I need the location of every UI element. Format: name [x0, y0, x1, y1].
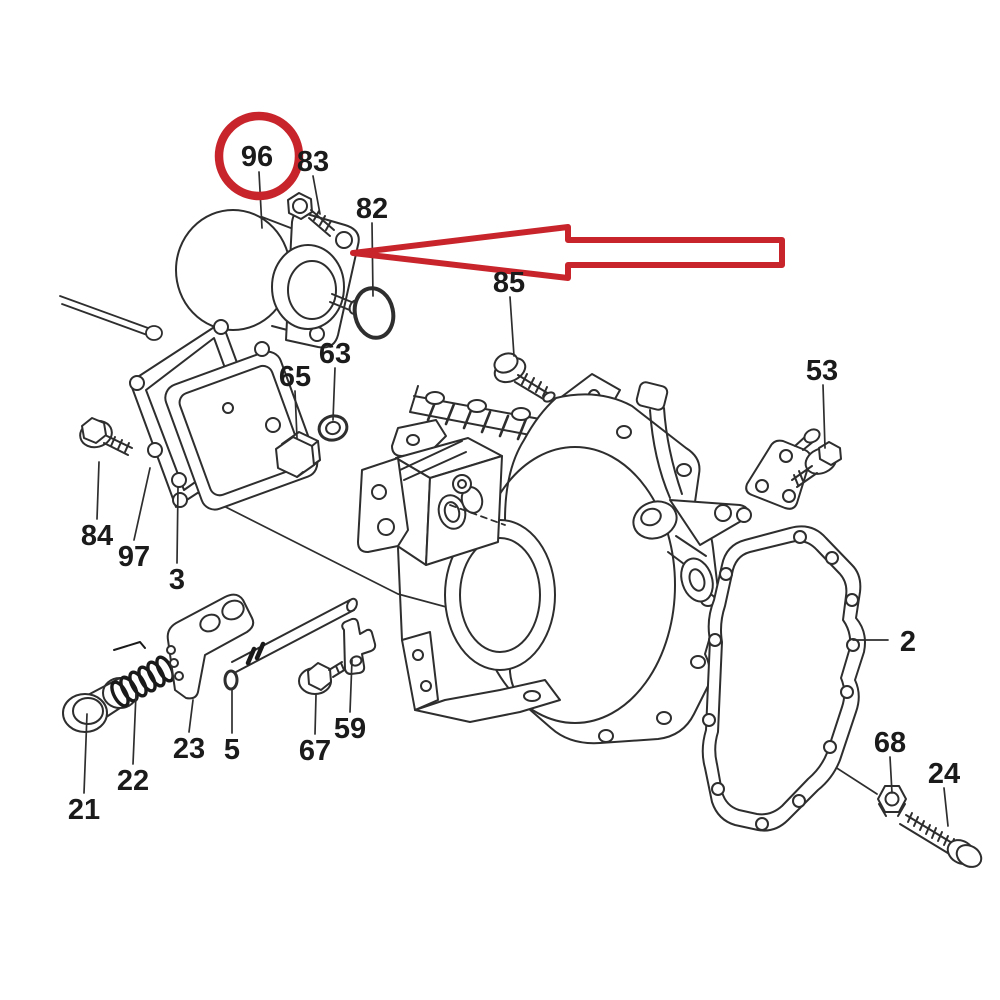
spring-22-drawing [110, 641, 175, 708]
highlight-arrow [350, 224, 785, 281]
callout-21: 21 [68, 794, 100, 826]
control-rod-drawing [223, 597, 358, 691]
gasket-2-drawing [701, 525, 866, 832]
callout-24: 24 [928, 758, 960, 790]
washer-63-drawing [317, 414, 349, 442]
cover-plate-3-drawing [164, 341, 319, 511]
plug-65-drawing [275, 431, 321, 478]
callout-85: 85 [493, 267, 525, 299]
bolt-83-drawing [287, 192, 335, 237]
governor-lever-drawing [632, 381, 752, 603]
clip-59-drawing [341, 617, 377, 675]
bolt-53-drawing [745, 428, 842, 510]
callout-labels: 96 83 82 85 53 65 63 84 97 3 2 21 22 23 … [68, 141, 960, 826]
bolt-84-drawing [79, 417, 133, 456]
callout-53: 53 [806, 355, 838, 387]
link-rod-drawing [59, 295, 163, 341]
callout-97: 97 [118, 541, 150, 573]
callout-23: 23 [173, 733, 205, 765]
oring-5-drawing [223, 669, 239, 691]
pump-housing-drawing [357, 373, 721, 745]
nut-68-drawing [877, 785, 907, 817]
callout-83: 83 [297, 146, 329, 178]
callout-84: 84 [81, 520, 113, 552]
stud-24-drawing [899, 812, 983, 868]
callout-3: 3 [169, 564, 185, 596]
leader-lines [83, 171, 949, 827]
callout-96: 96 [241, 141, 273, 173]
callout-63: 63 [319, 338, 351, 370]
callout-5: 5 [224, 734, 240, 766]
callout-82: 82 [356, 193, 388, 225]
callout-22: 22 [117, 765, 149, 797]
callout-68: 68 [874, 727, 906, 759]
callout-59: 59 [334, 713, 366, 745]
oring-82-drawing [352, 286, 396, 340]
callout-67: 67 [299, 735, 331, 767]
lever-23-drawing [166, 593, 255, 700]
drawing-ink [59, 171, 983, 868]
bolt-85-drawing [493, 352, 556, 403]
bolt-67-drawing [298, 661, 347, 695]
highlight-circle-96 [214, 111, 304, 201]
callout-2: 2 [900, 626, 916, 658]
callout-65: 65 [279, 361, 311, 393]
